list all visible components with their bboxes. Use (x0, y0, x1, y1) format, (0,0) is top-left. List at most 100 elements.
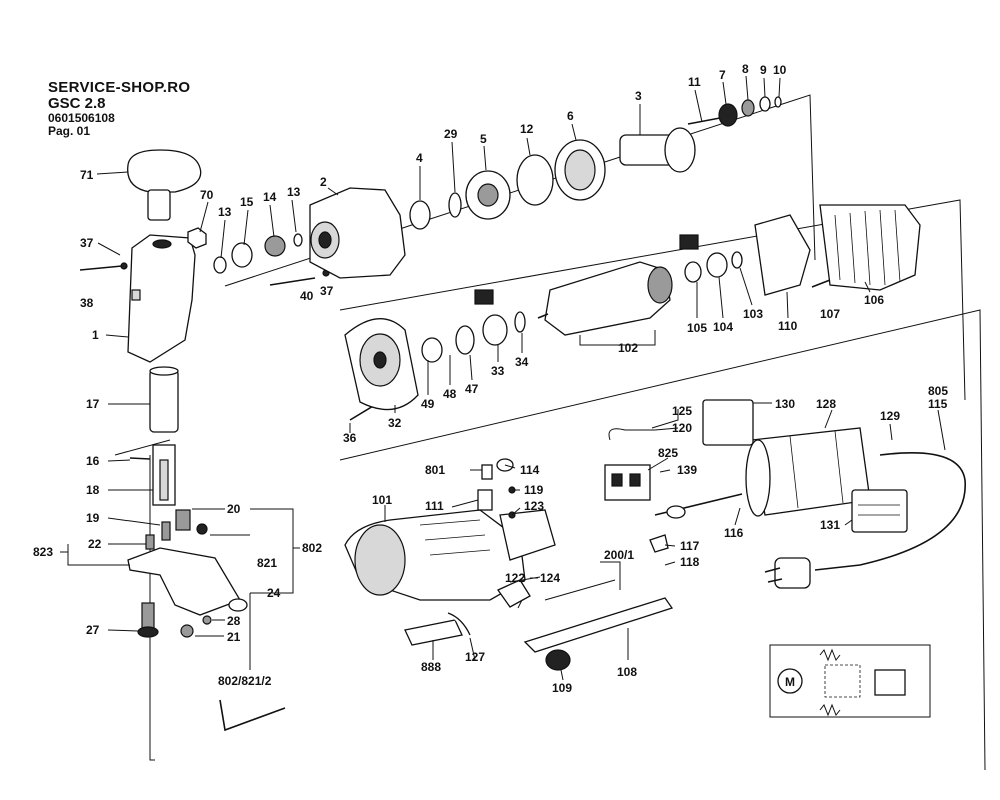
leader-lines (60, 75, 946, 681)
callout-120: 120 (672, 421, 692, 435)
callout-5: 5 (480, 132, 487, 146)
callout-102: 102 (618, 341, 638, 355)
callout-13b: 13 (287, 185, 301, 199)
callout-825: 825 (658, 446, 678, 460)
callout-19: 19 (86, 511, 100, 525)
callout-9: 9 (760, 63, 767, 77)
callout-7: 7 (719, 68, 726, 82)
callout-24: 24 (267, 586, 281, 600)
callout-33: 33 (491, 364, 505, 378)
callout-108: 108 (617, 665, 637, 679)
callout-18: 18 (86, 483, 100, 497)
motor-housing-icon (344, 317, 419, 411)
callout-28: 28 (227, 614, 241, 628)
callout-131: 131 (820, 518, 840, 532)
field-coil-icon (754, 204, 921, 296)
callout-40: 40 (300, 289, 314, 303)
model-name: GSC 2.8 (48, 95, 106, 112)
base-shoe-icon (127, 534, 248, 638)
callout-106: 106 (864, 293, 884, 307)
callout-71: 71 (80, 168, 94, 182)
shop-title: SERVICE-SHOP.RO (48, 79, 191, 96)
callout-37a: 37 (80, 236, 94, 250)
motor-housing-lower-icon (344, 509, 556, 601)
callout-200-1: 200/1 (604, 548, 634, 562)
callout-125: 125 (672, 404, 692, 418)
rail-bar-icon (523, 493, 743, 671)
callout-17: 17 (86, 397, 100, 411)
callout-20: 20 (227, 502, 241, 516)
connecting-rod-icon (152, 444, 176, 506)
callout-117: 117 (680, 539, 700, 553)
callout-10: 10 (773, 63, 787, 77)
wiring-schematic-icon: M (769, 644, 931, 718)
power-plug-icon (764, 452, 966, 589)
callout-823: 823 (33, 545, 53, 559)
callout-48: 48 (443, 387, 457, 401)
callout-802-821-2: 802/821/2 (218, 674, 272, 688)
screw-icon (79, 262, 389, 638)
callout-3: 3 (635, 89, 642, 103)
part-number: 0601506108 (48, 111, 115, 125)
callout-114: 114 (520, 463, 540, 477)
callout-36: 36 (343, 431, 357, 445)
callout-29: 29 (444, 127, 458, 141)
callout-128: 128 (816, 397, 836, 411)
armature-icon (421, 251, 743, 363)
callout-118: 118 (680, 555, 700, 569)
allen-key-icon (219, 699, 286, 732)
callout-15: 15 (240, 195, 254, 209)
callout-801: 801 (425, 463, 445, 477)
callout-13a: 13 (218, 205, 232, 219)
gear-icon (619, 96, 782, 173)
callout-111: 111 (425, 499, 444, 513)
small-parts-top-left-icon (187, 227, 330, 277)
callout-70: 70 (200, 188, 214, 202)
callout-123: 123 (524, 499, 544, 513)
callout-139: 139 (677, 463, 697, 477)
callout-105: 105 (687, 321, 707, 335)
callout-124: 124 (540, 571, 560, 585)
callout-32: 32 (388, 416, 402, 430)
callout-110: 110 (778, 319, 798, 333)
callout-888: 888 (421, 660, 441, 674)
callout-labels: 71 70 13 15 14 13 37 38 40 37 2 1 4 29 5… (33, 62, 948, 695)
callout-103: 103 (743, 307, 763, 321)
callout-11: 11 (688, 75, 701, 89)
callout-8: 8 (742, 62, 749, 76)
callout-27: 27 (86, 623, 100, 637)
callout-115: 115 (928, 397, 948, 411)
callout-37b: 37 (320, 284, 334, 298)
callout-119: 119 (524, 483, 544, 497)
callout-104: 104 (713, 320, 733, 334)
callout-802: 802 (302, 541, 322, 555)
label-plate-icon (702, 399, 908, 533)
callout-12: 12 (520, 122, 534, 136)
knob-icon (127, 149, 202, 221)
callout-47: 47 (465, 382, 479, 396)
tube-icon (149, 366, 179, 433)
callout-805: 805 (928, 384, 948, 398)
callout-38: 38 (80, 296, 94, 310)
callout-821: 821 (257, 556, 277, 570)
callout-49: 49 (421, 397, 435, 411)
gear-housing-icon (309, 187, 406, 279)
motor-symbol: M (785, 675, 795, 689)
callout-4: 4 (416, 151, 423, 165)
callout-130: 130 (775, 397, 795, 411)
callout-109: 109 (552, 681, 572, 695)
callout-21: 21 (227, 630, 241, 644)
callout-2: 2 (320, 175, 327, 189)
bearing-icon (409, 139, 606, 230)
callout-6: 6 (567, 109, 574, 123)
callout-129: 129 (880, 409, 900, 423)
switch-icon (604, 428, 655, 501)
callout-22: 22 (88, 537, 102, 551)
callout-107: 107 (820, 307, 840, 321)
handle-housing-icon (127, 234, 196, 363)
brush-icon (474, 234, 699, 305)
callout-122: 122 (505, 571, 525, 585)
callout-127: 127 (465, 650, 485, 664)
